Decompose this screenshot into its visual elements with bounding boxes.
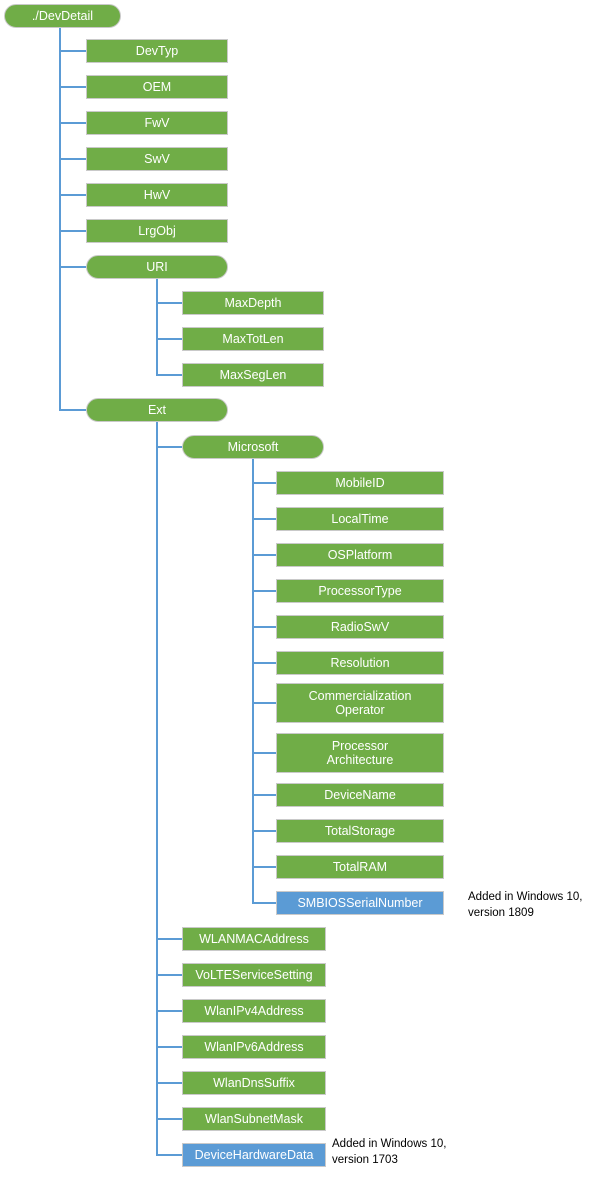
connector-h-microsoft-2 <box>252 554 276 556</box>
node-level1-uri[interactable]: URI <box>86 255 228 279</box>
connector-h-microsoft-6 <box>252 702 276 704</box>
connector-h-level1-2 <box>59 122 86 124</box>
annotation-smbiosserialnumber: Added in Windows 10, version 1809 <box>468 891 583 919</box>
node-microsoft-child-commercialization-operator[interactable]: Commercialization Operator <box>276 683 444 723</box>
node-level1-swv[interactable]: SwV <box>86 147 228 171</box>
connector-h-microsoft-1 <box>252 518 276 520</box>
node-uri-child-maxtotlen[interactable]: MaxTotLen <box>182 327 324 351</box>
connector-h-ext-2 <box>156 974 182 976</box>
node-microsoft-child-smbiosserialnumber[interactable]: SMBIOSSerialNumber <box>276 891 444 915</box>
connector-trunk-uri <box>156 279 158 375</box>
connector-h-microsoft-0 <box>252 482 276 484</box>
node-microsoft-child-totalram[interactable]: TotalRAM <box>276 855 444 879</box>
connector-h-level1-6 <box>59 266 86 268</box>
node-level1-devtyp[interactable]: DevTyp <box>86 39 228 63</box>
connector-h-microsoft-11 <box>252 902 276 904</box>
connector-h-level1-3 <box>59 158 86 160</box>
connector-h-ext-7 <box>156 1154 182 1156</box>
node-microsoft-child-resolution[interactable]: Resolution <box>276 651 444 675</box>
connector-h-level1-0 <box>59 50 86 52</box>
node-microsoft-child-devicename[interactable]: DeviceName <box>276 783 444 807</box>
node-microsoft-child-mobileid[interactable]: MobileID <box>276 471 444 495</box>
node-ext-child-wlansubnetmask[interactable]: WlanSubnetMask <box>182 1107 326 1131</box>
connector-h-microsoft-9 <box>252 830 276 832</box>
node-ext-child-microsoft[interactable]: Microsoft <box>182 435 324 459</box>
node-microsoft-child-localtime[interactable]: LocalTime <box>276 507 444 531</box>
node-level1-fwv[interactable]: FwV <box>86 111 228 135</box>
node-ext-child-wlanipv6address[interactable]: WlanIPv6Address <box>182 1035 326 1059</box>
connector-h-microsoft-5 <box>252 662 276 664</box>
connector-h-level1-7 <box>59 409 86 411</box>
connector-h-uri-0 <box>156 302 182 304</box>
connector-h-ext-5 <box>156 1082 182 1084</box>
connector-h-uri-1 <box>156 338 182 340</box>
node-microsoft-child-radioswv[interactable]: RadioSwV <box>276 615 444 639</box>
node-uri-child-maxseglen[interactable]: MaxSegLen <box>182 363 324 387</box>
node-ext-child-devicehardwaredata[interactable]: DeviceHardwareData <box>182 1143 326 1167</box>
connector-h-level1-4 <box>59 194 86 196</box>
node-ext-child-wlandnssuffix[interactable]: WlanDnsSuffix <box>182 1071 326 1095</box>
connector-trunk-root <box>59 28 61 410</box>
node-microsoft-child-processortype[interactable]: ProcessorType <box>276 579 444 603</box>
connector-h-microsoft-7 <box>252 752 276 754</box>
node-level1-ext[interactable]: Ext <box>86 398 228 422</box>
node-root-devdetail[interactable]: ./DevDetail <box>4 4 121 28</box>
node-level1-lrgobj[interactable]: LrgObj <box>86 219 228 243</box>
annotation-devicehardwaredata: Added in Windows 10, version 1703 <box>332 1138 447 1166</box>
connector-h-ext-3 <box>156 1010 182 1012</box>
connector-h-microsoft-8 <box>252 794 276 796</box>
connector-h-uri-2 <box>156 374 182 376</box>
node-level1-hwv[interactable]: HwV <box>86 183 228 207</box>
connector-h-ext-0 <box>156 446 182 448</box>
connector-h-level1-5 <box>59 230 86 232</box>
connector-trunk-microsoft <box>252 459 254 903</box>
connector-h-ext-1 <box>156 938 182 940</box>
node-level1-oem[interactable]: OEM <box>86 75 228 99</box>
node-ext-child-volteservicesetting[interactable]: VoLTEServiceSetting <box>182 963 326 987</box>
connector-h-ext-4 <box>156 1046 182 1048</box>
connector-h-ext-6 <box>156 1118 182 1120</box>
node-microsoft-child-totalstorage[interactable]: TotalStorage <box>276 819 444 843</box>
connector-trunk-ext <box>156 422 158 1155</box>
connector-h-microsoft-3 <box>252 590 276 592</box>
connector-h-microsoft-10 <box>252 866 276 868</box>
node-microsoft-child-osplatform[interactable]: OSPlatform <box>276 543 444 567</box>
connector-h-level1-1 <box>59 86 86 88</box>
node-ext-child-wlanmacaddress[interactable]: WLANMACAddress <box>182 927 326 951</box>
connector-h-microsoft-4 <box>252 626 276 628</box>
node-uri-child-maxdepth[interactable]: MaxDepth <box>182 291 324 315</box>
node-microsoft-child-processor-architecture[interactable]: Processor Architecture <box>276 733 444 773</box>
node-ext-child-wlanipv4address[interactable]: WlanIPv4Address <box>182 999 326 1023</box>
